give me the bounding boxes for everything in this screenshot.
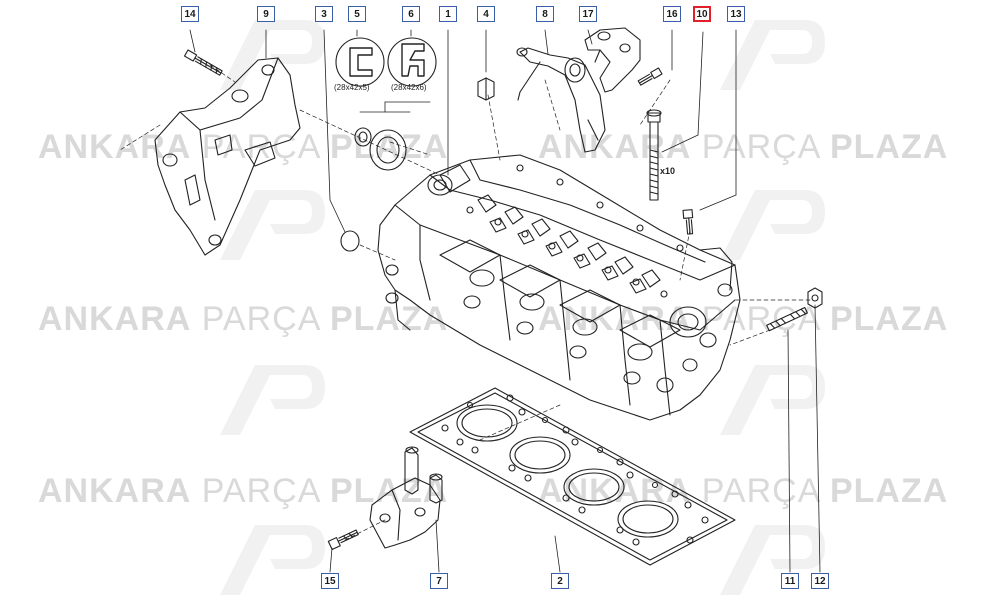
watermark-row: ANKARA PARÇA PLAZA	[538, 128, 949, 166]
watermark-row: ANKARA PARÇA PLAZA	[38, 128, 449, 166]
bracket-17	[584, 27, 641, 93]
callout-3[interactable]: 3	[315, 6, 333, 22]
callout-4[interactable]: 4	[477, 6, 495, 22]
seal-5-spec-label: (28x42x5)	[334, 83, 370, 92]
bolt-quantity-label: x10	[660, 166, 676, 176]
callout-6[interactable]: 6	[402, 6, 420, 22]
seal-rings	[340, 127, 407, 252]
watermark-row: ANKARA PARÇA PLAZA	[38, 300, 449, 338]
bolt-16	[637, 67, 663, 86]
callout-12[interactable]: 12	[811, 573, 829, 589]
callout-7[interactable]: 7	[430, 573, 448, 589]
nut-4	[477, 77, 495, 101]
head-gasket-2	[409, 387, 736, 566]
callout-8[interactable]: 8	[536, 6, 554, 22]
leader-lines	[189, 29, 821, 573]
callout-1[interactable]: 1	[439, 6, 457, 22]
callout-2[interactable]: 2	[551, 573, 569, 589]
bracket-9	[154, 57, 301, 256]
nut-12	[807, 287, 823, 309]
stud-11	[766, 306, 808, 332]
callout-5[interactable]: 5	[348, 6, 366, 22]
callout-10-highlighted[interactable]: 10	[693, 6, 711, 22]
callout-14[interactable]: 14	[181, 6, 199, 22]
bracket-7	[369, 446, 443, 549]
bracket-8	[516, 47, 606, 153]
callout-15[interactable]: 15	[321, 573, 339, 589]
callout-16[interactable]: 16	[663, 6, 681, 22]
head-bolt-10	[646, 109, 662, 201]
watermark-row: ANKARA PARÇA PLAZA	[38, 472, 449, 510]
bolt-14	[183, 49, 223, 76]
assembly-lines	[119, 64, 811, 541]
seal-6-spec-label: (28x42x6)	[391, 83, 427, 92]
callout-11[interactable]: 11	[781, 573, 799, 589]
bolt-15	[327, 529, 359, 551]
callout-9[interactable]: 9	[257, 6, 275, 22]
seal-icons	[335, 37, 437, 87]
callout-13[interactable]: 13	[727, 6, 745, 22]
callout-17[interactable]: 17	[579, 6, 597, 22]
bolt-13	[682, 209, 694, 235]
cylinder-head-1	[377, 154, 741, 421]
